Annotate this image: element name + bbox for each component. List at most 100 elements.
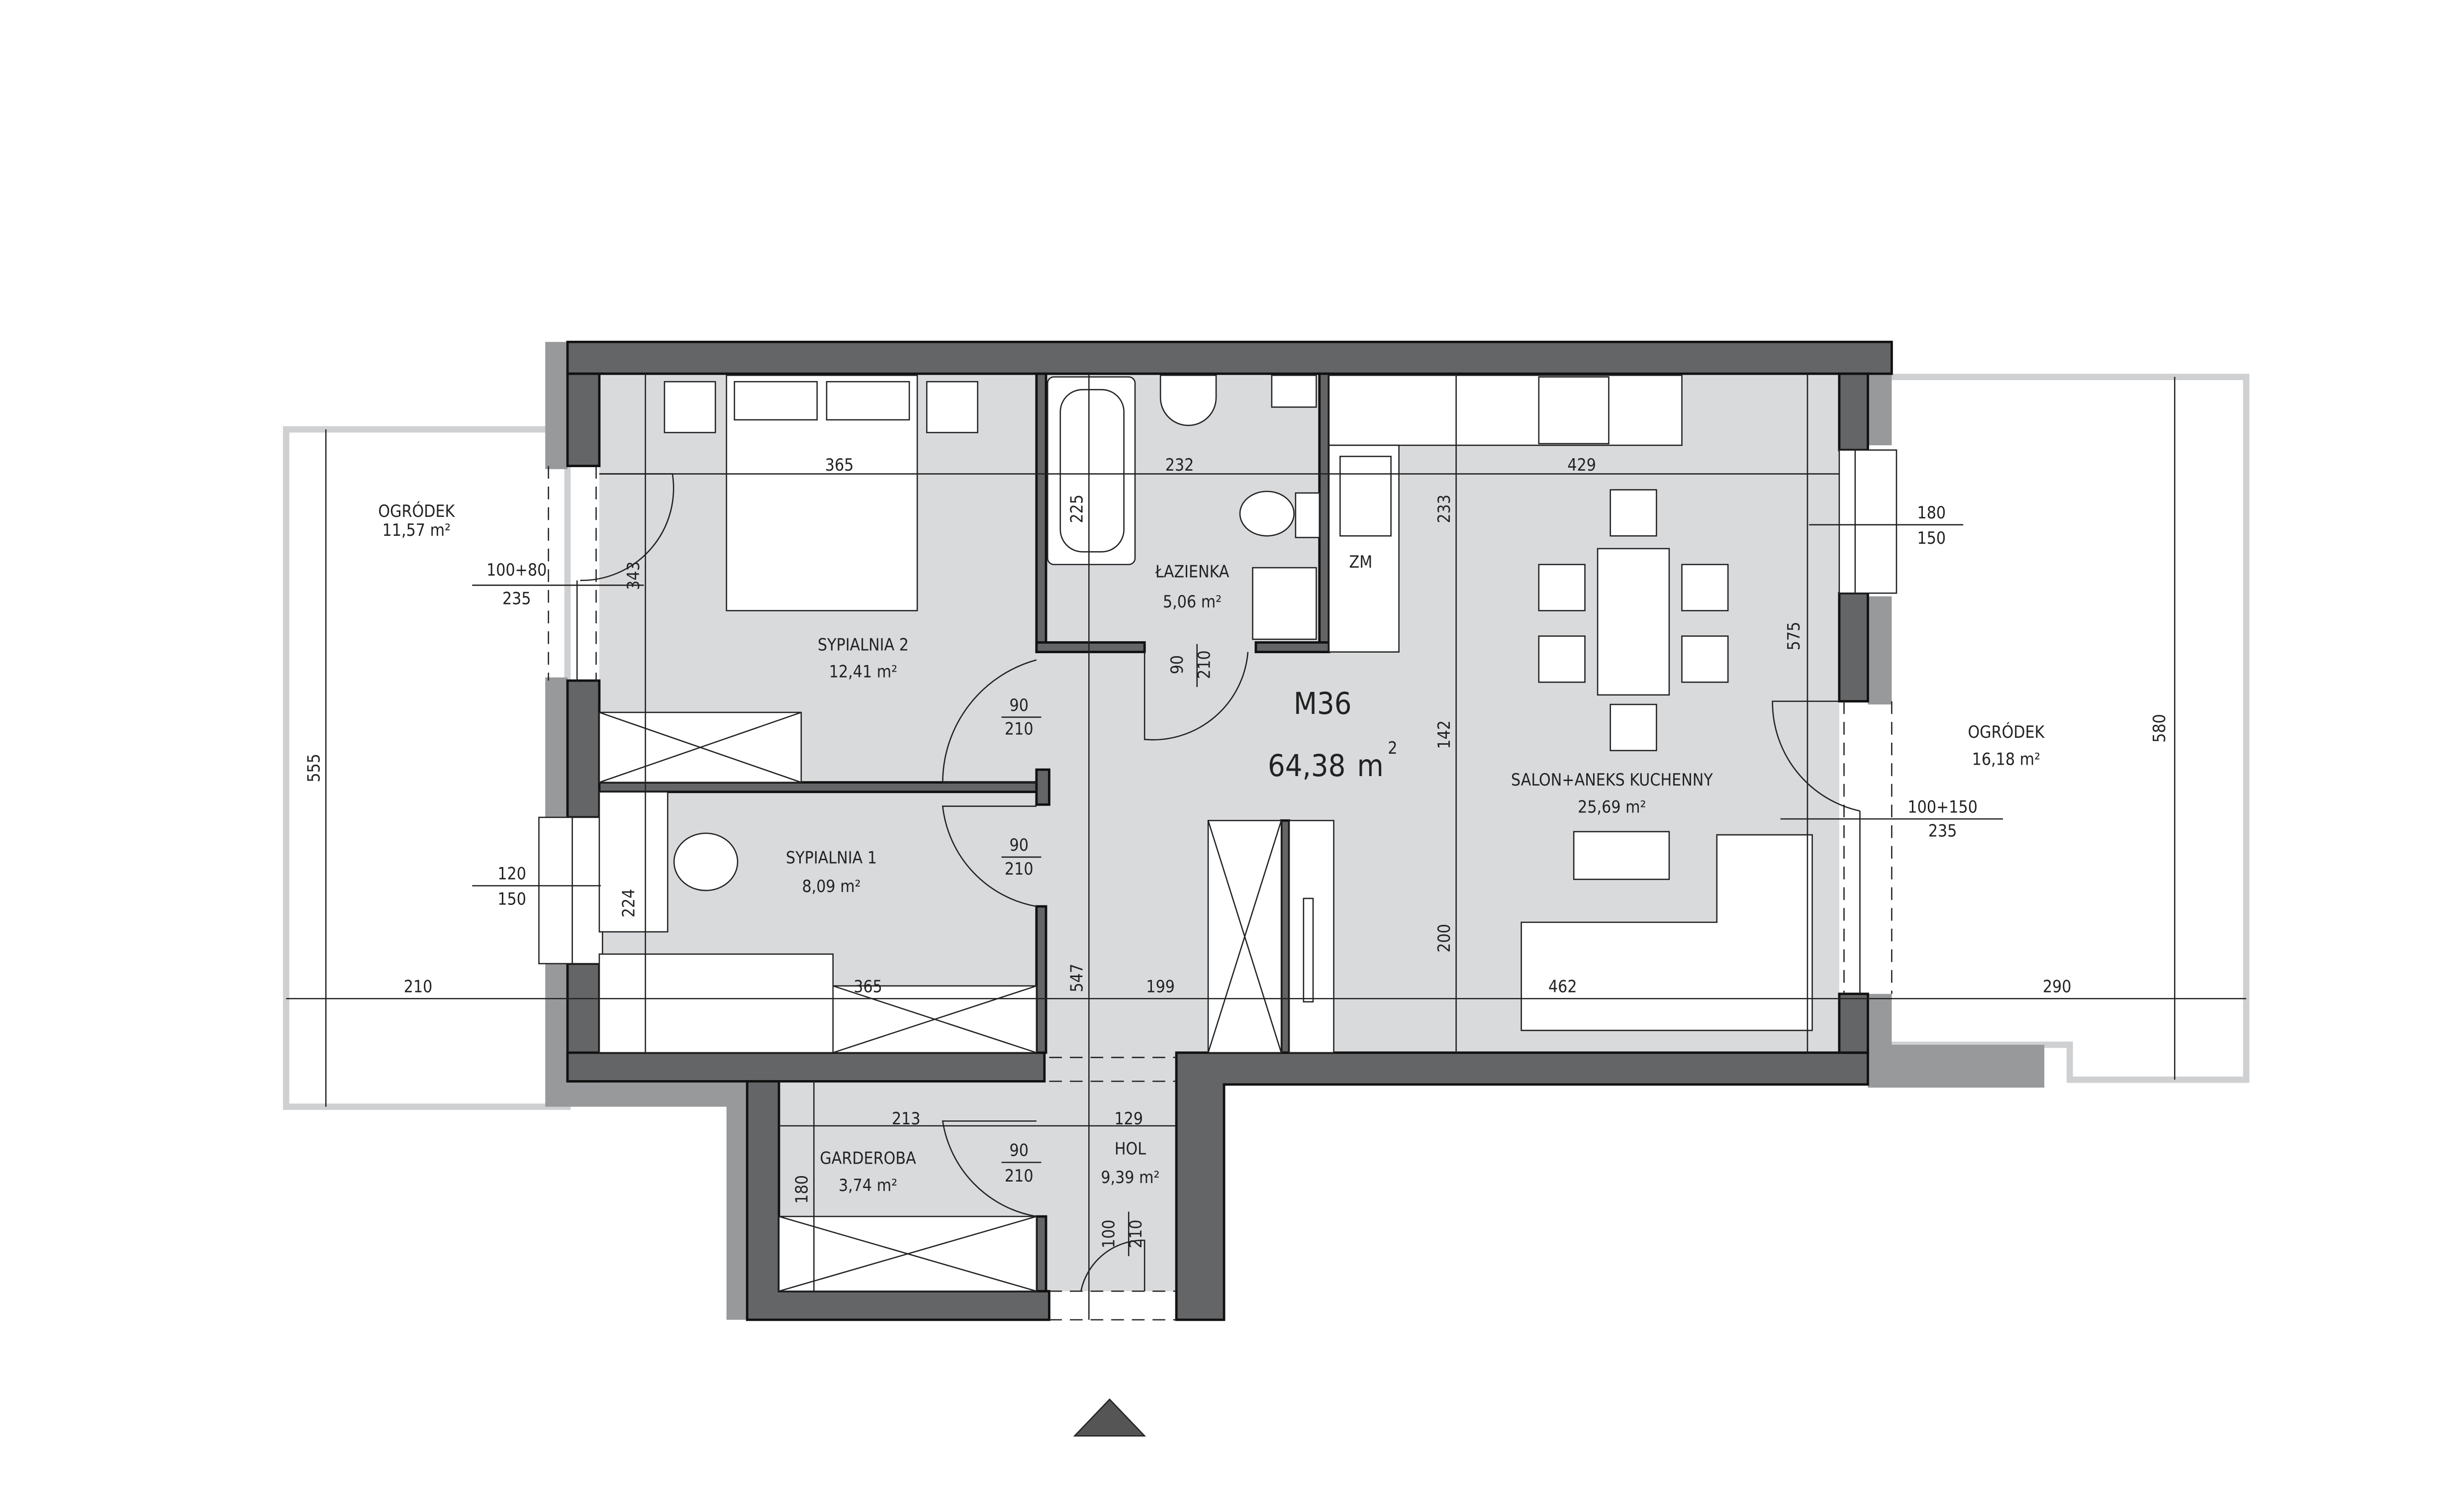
- ext-wall: [545, 677, 568, 817]
- sofa: [1520, 834, 1813, 1031]
- door-swing-sypialnia2: [942, 659, 1037, 783]
- door-swing-balcony-left: [580, 473, 674, 581]
- wall-right: [1838, 592, 1869, 703]
- room-name: OGRÓDEK: [1968, 722, 2045, 742]
- dimension: 290: [2043, 977, 2072, 996]
- door-width: 90: [1167, 655, 1187, 674]
- toilet-tank: [1295, 492, 1321, 538]
- room-area: 3,74 m²: [839, 1176, 897, 1195]
- wall-bottom: [566, 1051, 1046, 1083]
- dimension: 365: [853, 977, 882, 996]
- dimension: 180: [792, 1175, 812, 1204]
- kitchen-counter-top: [1328, 375, 1683, 446]
- wall-bath-left: [1035, 372, 1047, 653]
- wall-left: [566, 679, 601, 819]
- door-height: 210: [1005, 859, 1034, 879]
- room-area: 16,18 m²: [1972, 749, 2040, 769]
- wall-bottom-right: [1175, 1051, 1869, 1321]
- ext-wall: [568, 1081, 748, 1320]
- wardrobe-sypialnia1: [832, 985, 1038, 1054]
- door-width: 100: [1099, 1220, 1118, 1249]
- apartment-area-sup: 2: [1388, 738, 1397, 758]
- ext-wall: [545, 963, 568, 1107]
- ext-wall: [545, 342, 568, 469]
- wall-bath-bottom: [1254, 641, 1330, 653]
- chair: [1538, 635, 1586, 683]
- dimension: 343: [624, 561, 643, 590]
- bathtub-inner: [1059, 389, 1125, 553]
- cooktop: [1538, 376, 1610, 445]
- wall-stub: [1035, 768, 1050, 806]
- door-height: 210: [1194, 650, 1214, 679]
- dimension: 200: [1434, 924, 1454, 953]
- chair: [1681, 635, 1729, 683]
- opening-width: 100+150: [1907, 797, 1977, 816]
- bed-single: [598, 953, 834, 1054]
- room-name: ŁAZIENKA: [1155, 562, 1230, 581]
- door-width: 90: [1010, 835, 1029, 855]
- apartment-area: 64,38: [1268, 749, 1345, 784]
- dimension: 232: [1165, 455, 1194, 475]
- door-height: 210: [1005, 719, 1034, 739]
- dimension: 210: [404, 977, 433, 996]
- room-area: 25,69 m²: [1578, 797, 1646, 816]
- wall-bedroom1: [1035, 905, 1047, 1054]
- wardrobe-sypialnia2: [598, 711, 802, 783]
- door-swing-balcony-right: [1772, 700, 1860, 812]
- dimension: 225: [1067, 495, 1087, 523]
- wardrobe-garderoba: [778, 1215, 1038, 1292]
- apartment-area-unit: m: [1357, 749, 1383, 784]
- wall-wardrobe: [1280, 819, 1291, 1054]
- room-name: SALON+ANEKS KUCHENNY: [1511, 770, 1713, 790]
- door-width: 90: [1010, 695, 1029, 715]
- chair: [1538, 564, 1586, 611]
- nightstand: [663, 381, 716, 433]
- opening-height: 235: [1928, 821, 1957, 840]
- dimension: 129: [1114, 1109, 1143, 1128]
- opening-height: 150: [497, 890, 526, 909]
- dimension: 233: [1434, 495, 1454, 523]
- room-name: GARDEROBA: [820, 1149, 916, 1168]
- room-name: SYPIALNIA 2: [818, 635, 909, 654]
- room-area: 9,39 m²: [1101, 1168, 1159, 1187]
- room-name: SYPIALNIA 1: [786, 848, 877, 868]
- nightstand: [926, 381, 978, 433]
- opening-width: 120: [497, 864, 526, 884]
- coffee-table: [1573, 831, 1670, 880]
- dimension: 462: [1548, 977, 1577, 996]
- chair: [1681, 564, 1729, 611]
- dimension: 224: [619, 889, 638, 918]
- wall-right: [1838, 993, 1869, 1054]
- pillow: [826, 381, 910, 421]
- apartment-name: M36: [1294, 687, 1352, 721]
- room-name: HOL: [1115, 1139, 1146, 1159]
- door-height: 210: [1126, 1220, 1145, 1249]
- door-width: 90: [1010, 1141, 1029, 1160]
- wall-right: [1838, 372, 1869, 452]
- dimension: 575: [1784, 622, 1803, 651]
- ext-wall: [1868, 596, 1892, 704]
- chair: [1610, 703, 1657, 751]
- desk: [598, 791, 668, 933]
- door-swing-entrance: [1080, 1239, 1145, 1291]
- window-right: [1838, 449, 1897, 594]
- dimension: 142: [1434, 720, 1454, 749]
- wardrobe-hol: [1207, 820, 1282, 1054]
- opening-height: 150: [1917, 528, 1946, 548]
- dimension: 580: [2150, 714, 2169, 743]
- door-swing-bath: [1143, 652, 1249, 741]
- toilet: [1239, 491, 1295, 537]
- washing-machine: [1252, 567, 1317, 640]
- meter-label: ZM: [1349, 552, 1373, 572]
- dimension: 199: [1146, 977, 1175, 996]
- cabinet-handle: [1303, 897, 1314, 1002]
- dimension: 547: [1067, 964, 1087, 993]
- dimension: 429: [1567, 455, 1596, 475]
- room-area: 8,09 m²: [802, 877, 860, 896]
- garden-right: [1892, 374, 2250, 1083]
- ext-wall: [1868, 993, 2045, 1088]
- boiler: [1271, 375, 1317, 408]
- dimension-lines: [286, 374, 2247, 1320]
- wall-bath-bottom: [1035, 641, 1146, 653]
